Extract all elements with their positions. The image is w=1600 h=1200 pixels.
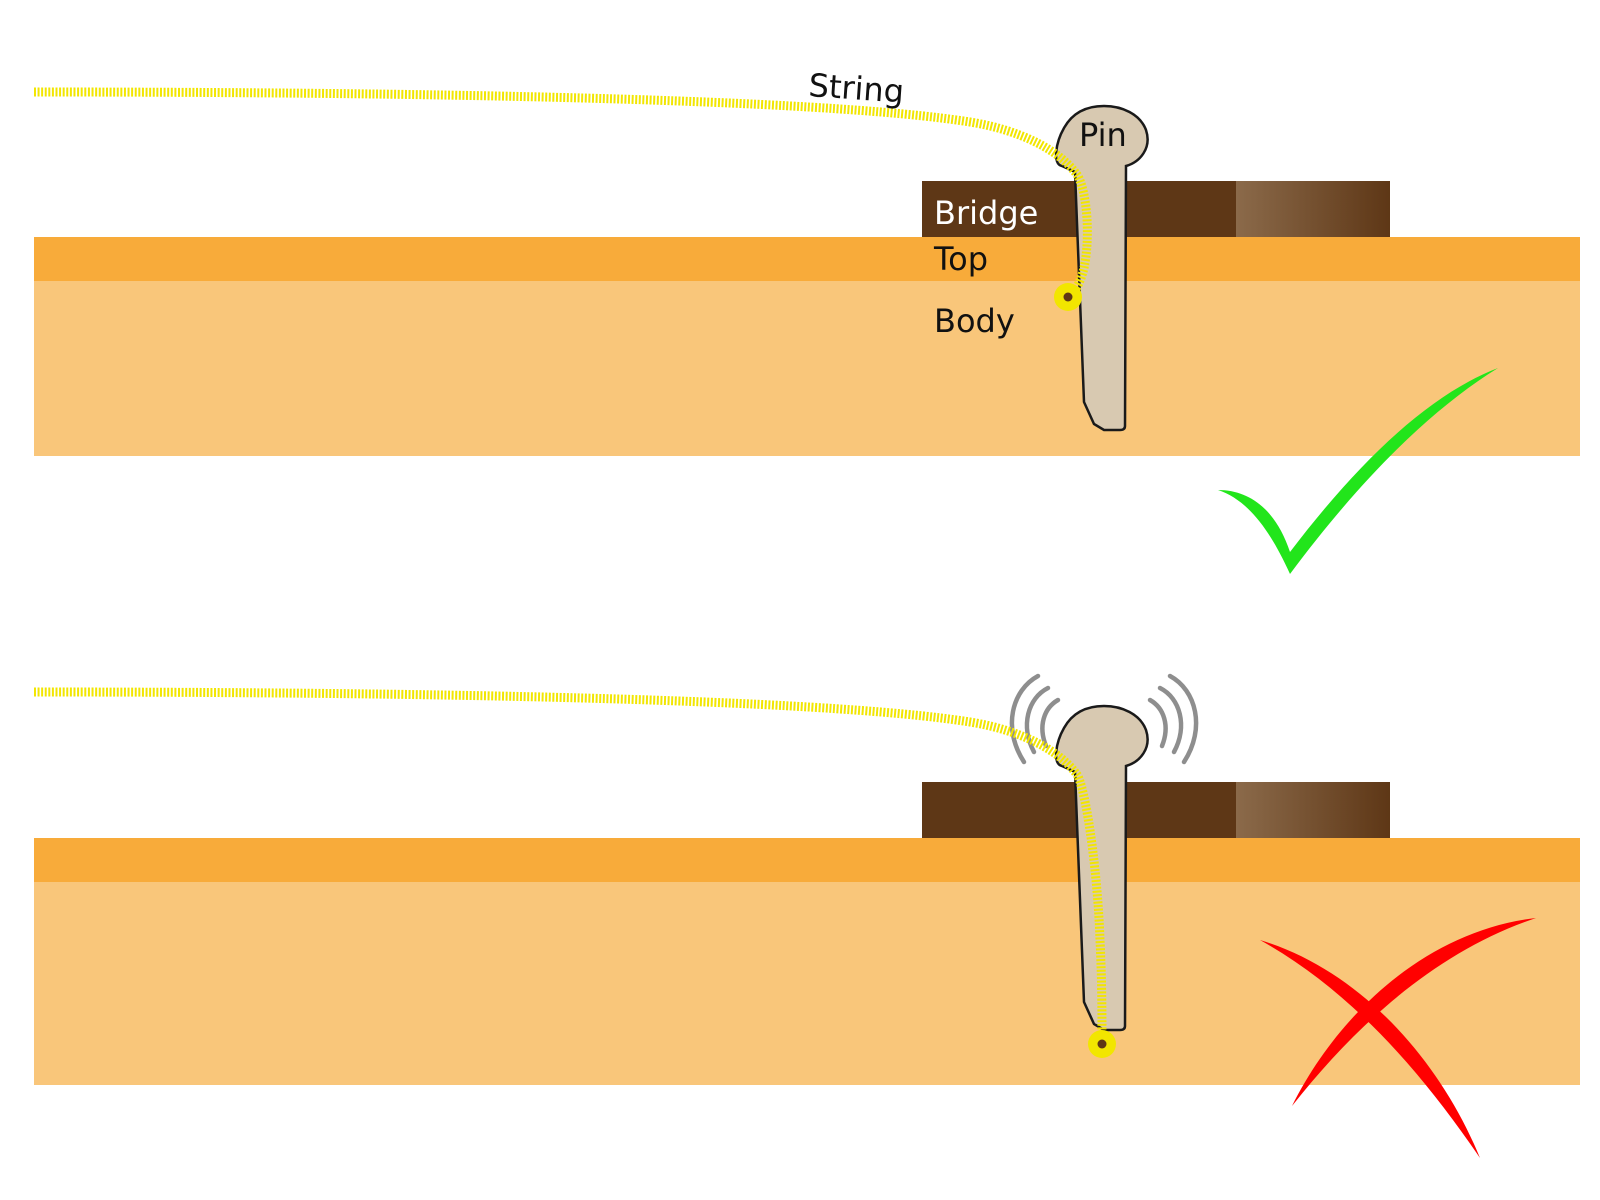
label-top: Top — [933, 240, 988, 278]
body-layer — [34, 272, 1580, 456]
panel-incorrect — [33, 673, 1580, 1158]
bridge-pin — [1054, 104, 1149, 432]
bridge-gradient — [1236, 782, 1390, 838]
label-body: Body — [934, 302, 1015, 340]
guitar-string — [33, 87, 1092, 301]
bridge-gradient — [1236, 181, 1390, 237]
top-layer — [34, 237, 1580, 281]
label-pin: Pin — [1079, 116, 1127, 154]
top-layer — [34, 838, 1580, 882]
check-mark-icon — [1218, 368, 1498, 574]
bridge-pin — [1054, 704, 1149, 1032]
label-string: String — [807, 66, 905, 111]
panel-correct: String Pin Bridge Top Body — [33, 66, 1580, 574]
ball-end-dot — [1063, 292, 1073, 302]
label-bridge: Bridge — [934, 194, 1038, 232]
vibration-marks-icon — [1009, 673, 1199, 765]
body-layer — [34, 878, 1580, 1085]
ball-end-dot — [1097, 1039, 1107, 1049]
